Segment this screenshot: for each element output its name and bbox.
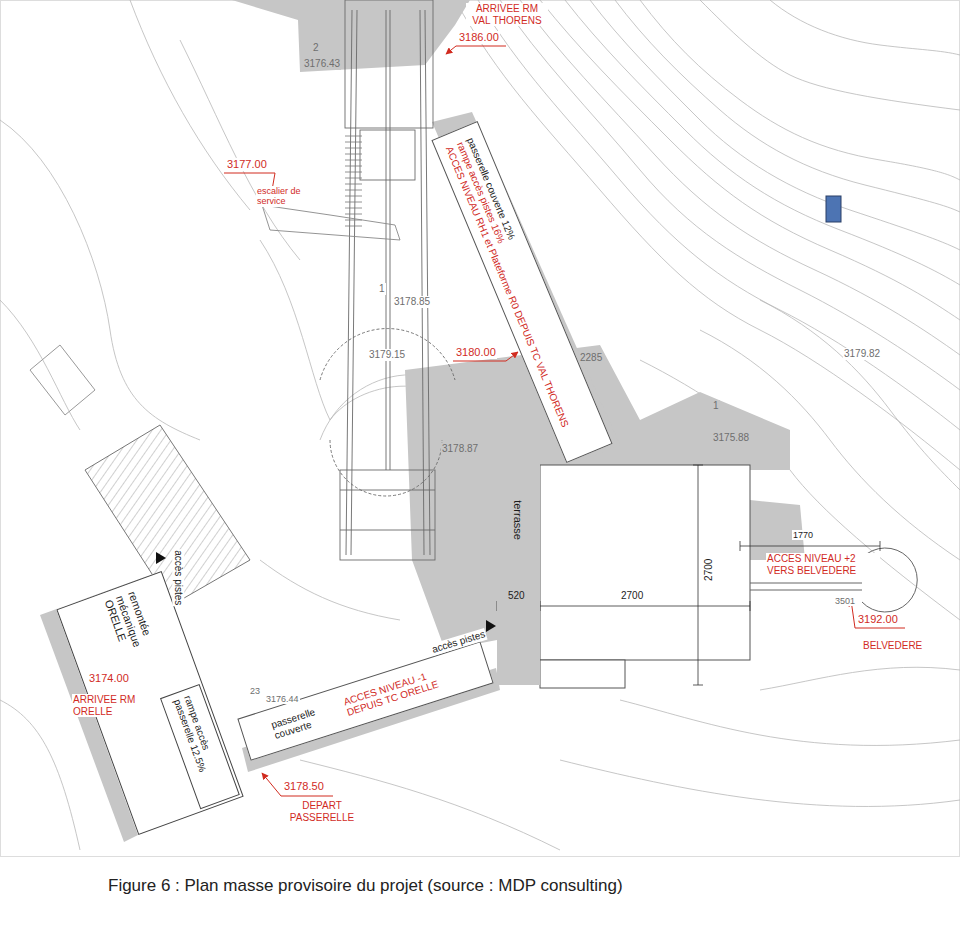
cable-car-line <box>320 0 455 560</box>
level-label: 3177.00 <box>226 158 268 171</box>
small-building <box>30 345 95 415</box>
plan-label: 2700 <box>703 558 715 582</box>
level-label: 3186.00 <box>458 31 500 44</box>
plan-label: 2285 <box>579 352 603 364</box>
marker-rect <box>826 196 841 222</box>
plan-label: 3176.44 <box>265 694 300 704</box>
contour-lines <box>0 0 960 850</box>
level-label: 3192.00 <box>857 613 899 626</box>
dimension-lines <box>497 465 880 685</box>
existing-building <box>85 425 250 605</box>
plan-label: 3178.87 <box>441 443 479 455</box>
node-text: terrasse <box>512 500 525 540</box>
frame <box>1 1 960 857</box>
plan-label: 3179.82 <box>843 348 881 360</box>
building-annex <box>540 660 625 688</box>
belvedere <box>750 548 917 612</box>
figure-caption: Figure 6 : Plan masse provisoire du proj… <box>108 876 623 896</box>
access-marker <box>156 552 166 564</box>
main-building <box>540 465 750 660</box>
level-leaders <box>86 46 905 796</box>
plan-label: 520 <box>507 590 526 602</box>
plan-label: 1 <box>712 400 720 412</box>
plan-label: accès pistes <box>173 549 185 606</box>
plan-label: 3179.15 <box>368 349 406 361</box>
node-text: remontée mécanique ORELLE <box>102 589 166 681</box>
level-label: ARRIVEE RM ORELLE <box>72 694 150 717</box>
plan-label: 3176.43 <box>303 58 341 70</box>
level-label: BELVEDERE <box>862 640 923 652</box>
level-label: 3178.50 <box>283 780 325 793</box>
paved-areas <box>40 0 805 842</box>
plan-label: 3501 <box>834 596 856 606</box>
node-text: passerelle couverte <box>269 701 335 742</box>
stairs <box>345 136 362 226</box>
level-label: DEPART PASSERELLE <box>275 800 369 823</box>
level-label: escalier de service <box>256 186 316 207</box>
service-stair <box>262 205 400 240</box>
level-label: 3174.00 <box>88 672 130 685</box>
level-label: 3180.00 <box>455 346 497 359</box>
level-label: ARRIVEE RM VAL THORENS <box>466 3 548 26</box>
plan-label: 1770 <box>792 530 814 540</box>
plan-label: 3178.85 <box>393 296 431 308</box>
plan-label: 2 <box>312 42 320 54</box>
plan-label: 23 <box>249 686 261 696</box>
level-label: ACCES NIVEAU +2 VERS BELVEDERE <box>766 553 880 576</box>
access-marker <box>486 620 496 632</box>
plan-label: 2700 <box>620 590 644 602</box>
terrace-band: terrasse <box>497 440 540 685</box>
plan-label: 3175.88 <box>712 432 750 444</box>
plan-label: 1 <box>378 283 386 295</box>
